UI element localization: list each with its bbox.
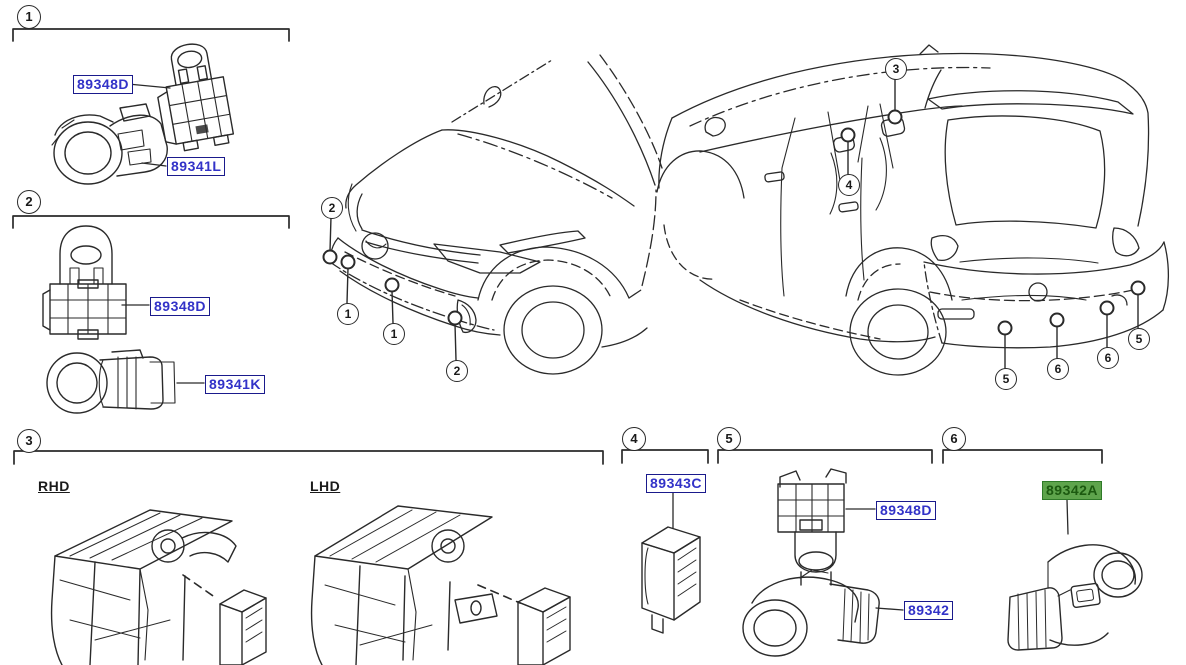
callout-cabin-4: 4 [838, 174, 860, 196]
label-leader-lines [121, 83, 1069, 611]
section2-sensor-drawing [46, 349, 176, 414]
section-bracket-lines [12, 28, 1103, 465]
section5-retainer-drawing [777, 468, 847, 586]
section1-retainer-drawing [157, 43, 235, 152]
section5-number: 5 [717, 427, 741, 451]
section4-number: 4 [622, 427, 646, 451]
section5-bracket [717, 449, 933, 464]
section4-bracket [621, 449, 709, 464]
section1-sensor-drawing [51, 103, 168, 185]
part-label-89343c[interactable]: 89343C [646, 474, 707, 493]
section3-rhd-assembly-drawing [50, 509, 267, 665]
part-label-89348d-s2[interactable]: 89348D [150, 297, 211, 316]
callout-front-2b: 2 [446, 360, 468, 382]
section4-module-drawing [641, 526, 701, 634]
section1-bracket [12, 28, 290, 42]
callout-front-2a: 2 [321, 197, 343, 219]
section5-sensor-drawing [742, 569, 880, 657]
part-label-89342[interactable]: 89342 [904, 601, 954, 620]
part-label-89342a-highlighted[interactable]: 89342A [1042, 481, 1103, 500]
rhd-label: RHD [38, 478, 70, 494]
section2-number: 2 [17, 190, 41, 214]
front-car-drawing [329, 54, 663, 375]
section2-retainer-drawing [42, 225, 127, 340]
part-label-89341k[interactable]: 89341K [205, 375, 266, 394]
lhd-label: LHD [310, 478, 341, 494]
section6-number: 6 [942, 427, 966, 451]
callout-rear-6b: 6 [1097, 347, 1119, 369]
part-label-89341l[interactable]: 89341L [167, 157, 226, 176]
section6-sensor-drawing [1007, 544, 1143, 651]
callout-rear-6a: 6 [1047, 358, 1069, 380]
callout-rear-5a: 5 [995, 368, 1017, 390]
section3-number: 3 [17, 429, 41, 453]
callout-connector-lines [329, 77, 1139, 369]
section2-bracket [12, 215, 290, 229]
callout-point-markers [322, 109, 1146, 336]
part-label-89348d-s5[interactable]: 89348D [876, 501, 937, 520]
section6-bracket [942, 449, 1103, 464]
rear-car-drawing [656, 44, 1170, 376]
callout-cabin-3: 3 [885, 58, 907, 80]
callout-front-1b: 1 [383, 323, 405, 345]
callout-front-1a: 1 [337, 303, 359, 325]
section3-bracket [13, 450, 604, 465]
section3-lhd-assembly-drawing [310, 505, 571, 665]
callout-rear-5b: 5 [1128, 328, 1150, 350]
section1-number: 1 [17, 5, 41, 29]
part-label-89348d-s1[interactable]: 89348D [73, 75, 134, 94]
